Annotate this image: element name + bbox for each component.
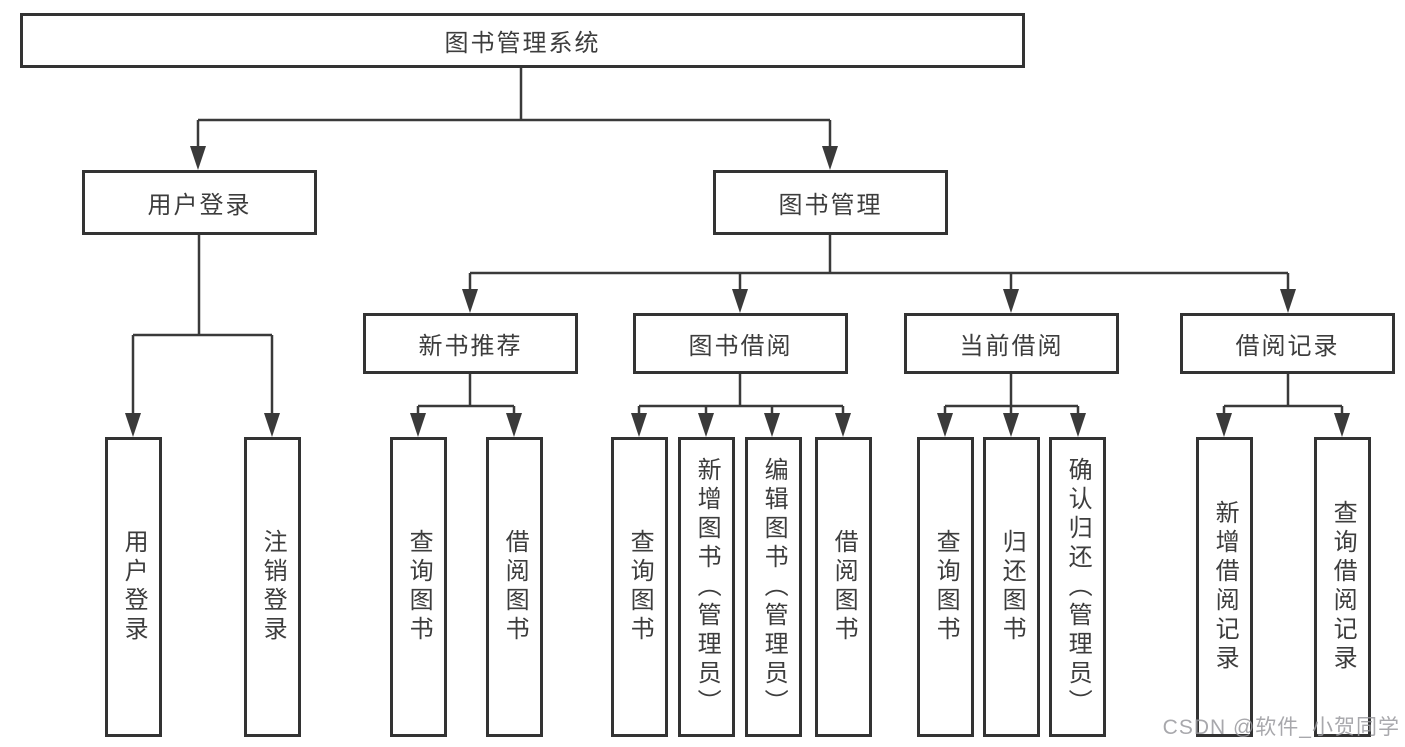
arrowhead-icon bbox=[1216, 413, 1232, 437]
arrowhead-icon bbox=[764, 413, 780, 437]
leaf-add-book-admin: 新增图书（管理员） bbox=[678, 437, 735, 737]
arrowheads bbox=[125, 146, 1350, 437]
leaf-borrow-books-recommend: 借阅图书 bbox=[486, 437, 543, 737]
node-label: 借阅图书 bbox=[830, 529, 858, 645]
arrowhead-icon bbox=[1334, 413, 1350, 437]
node-new-book-recommendation: 新书推荐 bbox=[363, 313, 578, 374]
node-label: 编辑图书（管理员） bbox=[760, 456, 788, 718]
node-borrowing-records: 借阅记录 bbox=[1180, 313, 1395, 374]
node-library-management-system: 图书管理系统 bbox=[20, 13, 1025, 68]
node-label: 新书推荐 bbox=[418, 333, 523, 360]
leaf-logout: 注销登录 bbox=[244, 437, 301, 737]
connector-root-to-level2 bbox=[196, 68, 832, 150]
arrowhead-icon bbox=[698, 413, 714, 437]
node-label: 查询借阅记录 bbox=[1329, 500, 1357, 674]
arrowhead-icon bbox=[506, 413, 522, 437]
arrowhead-icon bbox=[835, 413, 851, 437]
node-label: 用户登录 bbox=[147, 192, 252, 219]
node-label: 查询图书 bbox=[405, 529, 433, 645]
connector-book-borrow-to-leaves bbox=[637, 374, 845, 415]
node-label: 当前借阅 bbox=[959, 333, 1064, 360]
leaf-query-books-recommend: 查询图书 bbox=[390, 437, 447, 737]
arrowhead-icon bbox=[264, 413, 280, 437]
node-label: 图书管理 bbox=[778, 192, 883, 219]
node-label: 查询图书 bbox=[932, 529, 960, 645]
node-label: 图书借阅 bbox=[688, 333, 793, 360]
node-book-management: 图书管理 bbox=[713, 170, 948, 235]
leaf-edit-book-admin: 编辑图书（管理员） bbox=[745, 437, 802, 737]
node-label: 图书管理系统 bbox=[444, 30, 601, 57]
node-label: 借阅图书 bbox=[501, 529, 529, 645]
node-label: 新增图书（管理员） bbox=[693, 456, 721, 718]
node-book-borrowing: 图书借阅 bbox=[633, 313, 848, 374]
leaf-return-books: 归还图书 bbox=[983, 437, 1040, 737]
connector-user-login-to-leaves bbox=[131, 235, 274, 415]
node-user-login: 用户登录 bbox=[82, 170, 317, 235]
connector-records-to-leaves bbox=[1222, 374, 1344, 415]
node-label: 用户登录 bbox=[120, 529, 148, 645]
arrowhead-icon bbox=[190, 146, 206, 170]
node-label: 借阅记录 bbox=[1235, 333, 1340, 360]
connector-current-borrow-to-leaves bbox=[943, 374, 1080, 415]
node-label: 查询图书 bbox=[626, 529, 654, 645]
leaf-query-borrow-record: 查询借阅记录 bbox=[1314, 437, 1371, 737]
node-label: 新增借阅记录 bbox=[1211, 500, 1239, 674]
arrowhead-icon bbox=[1003, 413, 1019, 437]
arrowhead-icon bbox=[822, 146, 838, 170]
leaf-confirm-return-admin: 确认归还（管理员） bbox=[1049, 437, 1106, 737]
arrowhead-icon bbox=[1003, 289, 1019, 313]
connector-new-book-to-leaves bbox=[416, 374, 516, 415]
leaf-user-login: 用户登录 bbox=[105, 437, 162, 737]
node-label: 确认归还（管理员） bbox=[1064, 456, 1092, 718]
leaf-query-books-current: 查询图书 bbox=[917, 437, 974, 737]
arrowhead-icon bbox=[125, 413, 141, 437]
node-label: 归还图书 bbox=[998, 529, 1026, 645]
arrowhead-icon bbox=[937, 413, 953, 437]
leaf-add-borrow-record: 新增借阅记录 bbox=[1196, 437, 1253, 737]
leaf-borrow-books: 借阅图书 bbox=[815, 437, 872, 737]
arrowhead-icon bbox=[410, 413, 426, 437]
leaf-query-books-borrow: 查询图书 bbox=[611, 437, 668, 737]
watermark: CSDN @软件_小贺同学 bbox=[1162, 716, 1400, 739]
node-current-borrowing: 当前借阅 bbox=[904, 313, 1119, 374]
connector-book-mgmt-to-level3 bbox=[468, 235, 1290, 291]
arrowhead-icon bbox=[631, 413, 647, 437]
node-label: 注销登录 bbox=[259, 529, 287, 645]
arrowhead-icon bbox=[462, 289, 478, 313]
arrowhead-icon bbox=[732, 289, 748, 313]
arrowhead-icon bbox=[1070, 413, 1086, 437]
arrowhead-icon bbox=[1280, 289, 1296, 313]
